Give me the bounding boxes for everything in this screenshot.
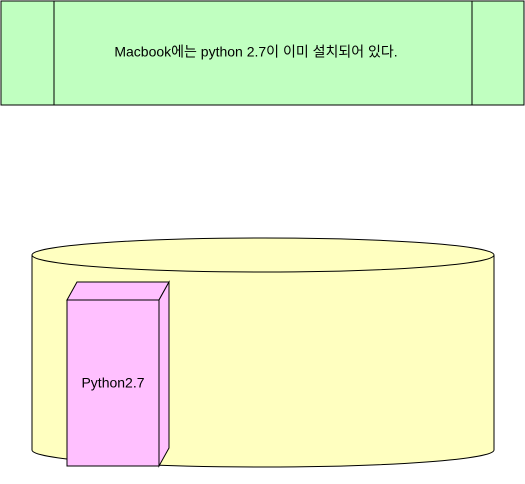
cube-top[interactable] — [66, 281, 170, 301]
cube-label: Python2.7 — [81, 375, 144, 391]
process-box-body[interactable] — [0, 0, 525, 106]
process-box-label: Macbook에는 python 2.7이 이미 설치되어 있다. — [114, 44, 397, 60]
process-box[interactable]: Macbook에는 python 2.7이 이미 설치되어 있다. — [0, 0, 525, 106]
python-package-cube[interactable]: Python2.7 — [66, 280, 170, 468]
cube-side[interactable] — [158, 280, 170, 468]
cylinder-top[interactable] — [31, 237, 495, 273]
